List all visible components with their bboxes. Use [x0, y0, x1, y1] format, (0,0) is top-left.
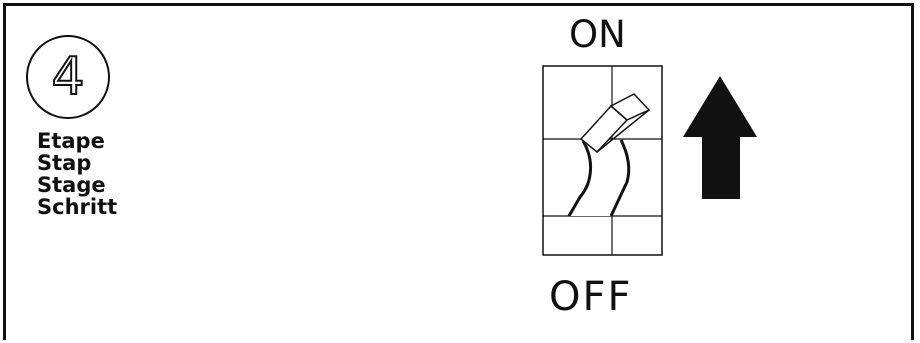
switch-lever-left-edge	[567, 140, 592, 217]
arrow-up-icon	[683, 76, 757, 199]
step-number: 4	[50, 46, 85, 108]
switch-on-label: ON	[569, 13, 626, 56]
switch-lever-right-edge	[609, 139, 631, 217]
switch-lever-cap-edge	[596, 109, 650, 153]
step-number-badge: 4	[26, 35, 110, 119]
step-label-de: Schritt	[37, 195, 118, 219]
instruction-panel: 4 Etape Stap Stage Schritt ON OFF	[3, 3, 914, 340]
switch-off-label: OFF	[549, 274, 633, 320]
step-label-nl: Stap	[37, 151, 92, 175]
step-label-en: Stage	[37, 173, 106, 197]
step-label-list: Etape Stap Stage Schritt	[37, 130, 117, 218]
toggle-switch-icon	[542, 65, 663, 256]
switch-lever-body	[569, 140, 629, 216]
step-label-fr: Etape	[37, 129, 105, 153]
